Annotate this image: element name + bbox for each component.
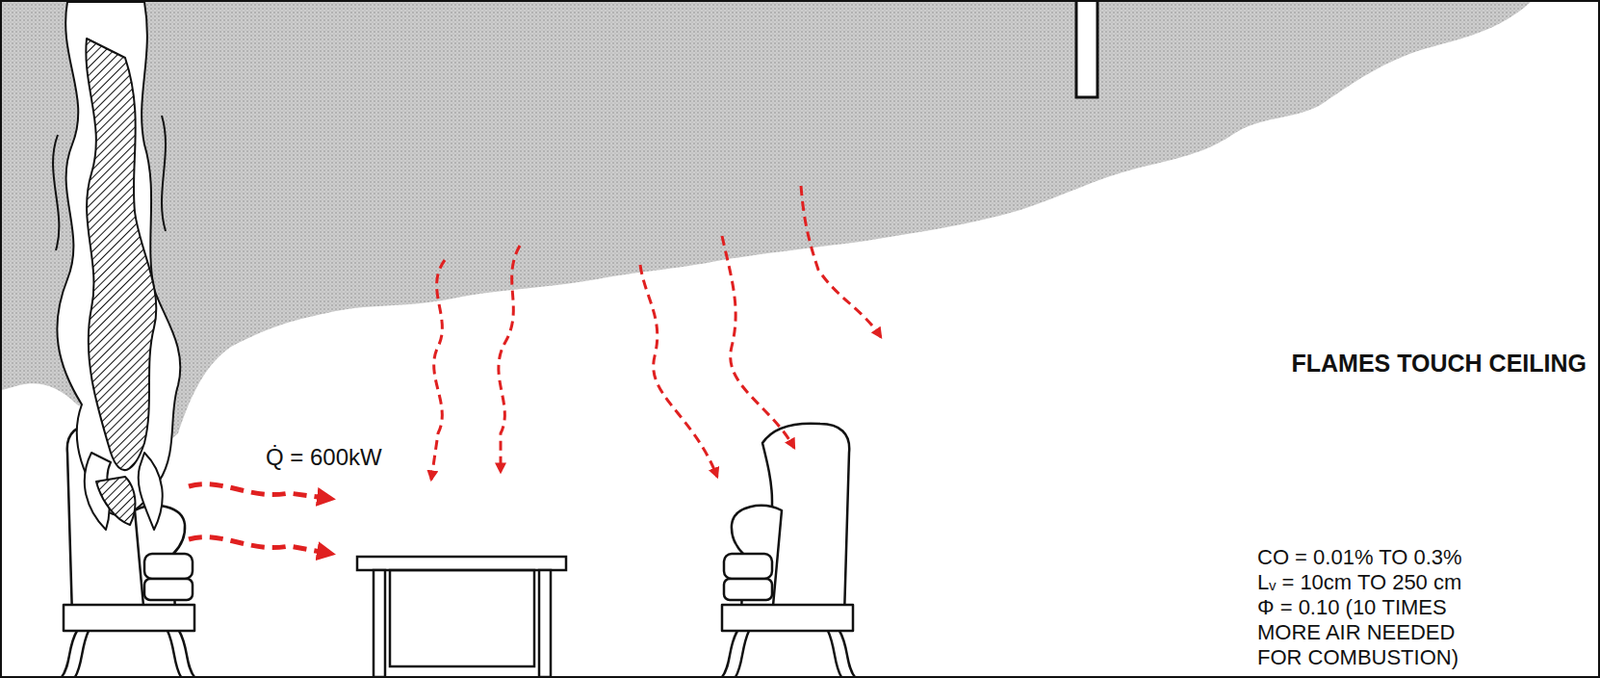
smoke-descent-arrow <box>431 185 881 480</box>
equivalence-note: Φ = 0.10 (10 TIMES MORE AIR NEEDED FOR C… <box>1257 594 1479 671</box>
co-note: CO = 0.01% TO 0.3% <box>1257 544 1463 570</box>
ceiling-vent <box>1076 0 1098 98</box>
visibility-note: Lᵥ = 10cm TO 250 cm <box>1257 569 1462 595</box>
flame-plume <box>52 1 181 530</box>
stage-heading: FLAMES TOUCH CEILING <box>1291 348 1587 378</box>
armchair <box>722 423 855 677</box>
table <box>357 556 567 677</box>
heat-release-label: Q̇ = 600kW <box>262 442 386 471</box>
smoke-layer <box>1 1 1531 463</box>
air-flow-arrow <box>188 484 333 554</box>
